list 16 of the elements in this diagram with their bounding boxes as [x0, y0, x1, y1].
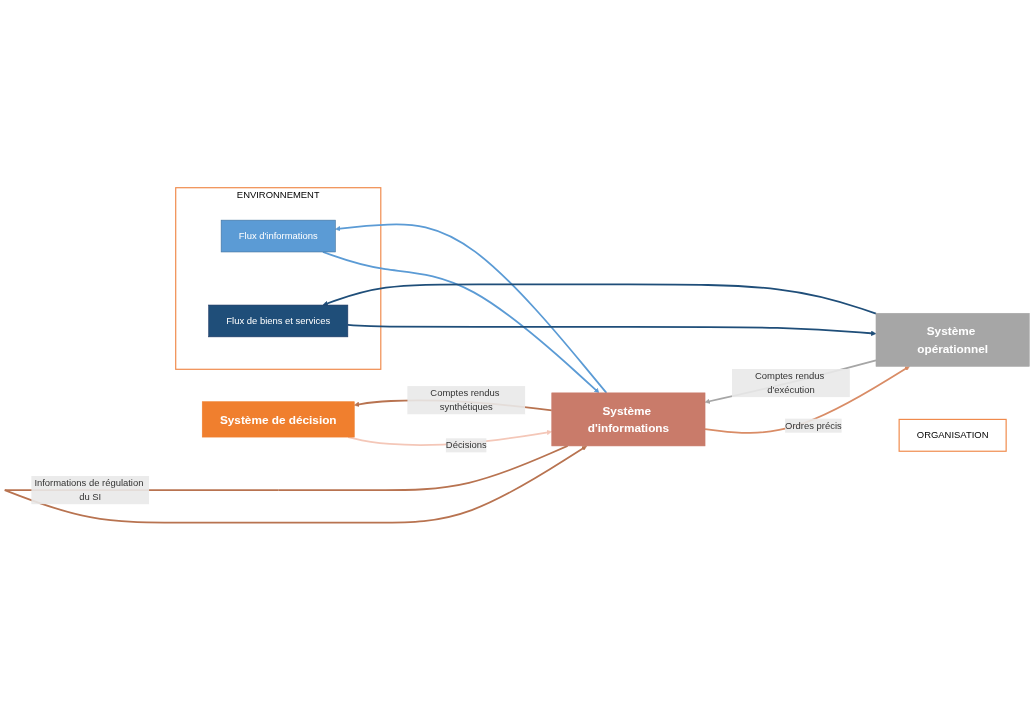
edge-label: Ordres précis — [785, 420, 842, 431]
node-box: Système opérationnel — [875, 312, 1030, 367]
arrow — [322, 250, 600, 393]
arrow — [704, 365, 910, 434]
arrow — [346, 323, 877, 336]
edge-label: Informations de régulation du SI — [34, 477, 144, 502]
node-box: Flux d'informations — [220, 219, 336, 253]
arrow — [322, 283, 877, 315]
node-box: Système d'informations — [551, 392, 706, 447]
node-box: Flux de biens et services — [208, 304, 349, 337]
arrow — [335, 223, 608, 394]
node-box: ORGANISATION — [898, 418, 1007, 452]
edge-label: Comptes rendus synthétiques — [430, 387, 500, 412]
edge-label: Décisions — [445, 439, 487, 450]
edge-label: Comptes rendus d'exécution — [755, 370, 825, 395]
node-box: Système de décision — [201, 401, 355, 438]
